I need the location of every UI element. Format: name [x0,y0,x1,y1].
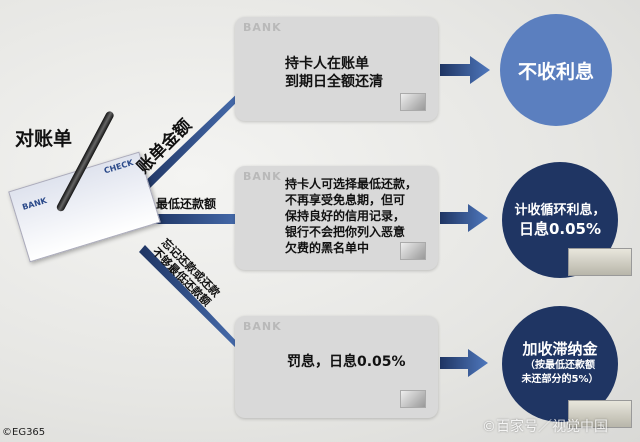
watermark: ©百家号／视觉中国 [482,419,608,435]
result-text: 日息0.05% [518,220,602,238]
card-text: 持卡人可选择最低还款， 不再享受免息期，但可 保持良好的信用记录， 银行不会把你… [285,176,417,256]
result-text: 加收滞纳金 [522,339,598,358]
money-stack-icon [568,400,632,428]
card-text-line: 银行不会把你列入恶意 [285,225,406,239]
card-bank-label: BANK [243,320,282,333]
right-arrow-3 [440,349,488,377]
card-bank-label: BANK [243,21,282,34]
arrow-overdue [139,245,262,366]
check-check-label: CHECK [102,158,135,176]
money-stack-icon [568,248,632,276]
card-text: 罚息，日息0.05% [287,354,406,370]
card-text-line: 欠费的黑名单中 [285,241,370,255]
card-chip-icon [400,390,426,408]
result-no-interest: 不收利息 [500,14,612,126]
result-text: 未还部分的5%） [521,373,599,385]
arrow-min-payment [150,206,262,232]
check-bank-label: BANK [21,195,48,212]
card-overdue: BANK 罚息，日息0.05% [235,316,438,418]
card-text-line: 持卡人可选择最低还款， [285,177,418,191]
result-text: 计收循环利息， [514,203,606,218]
card-chip-icon [400,242,426,260]
right-arrow-2 [440,204,488,232]
card-text-line: 不再享受免息期，但可 [285,193,406,207]
card-text-line: 保持良好的信用记录， [285,209,406,223]
card-bank-label: BANK [243,170,282,183]
result-text: （按最低还款额 [525,359,595,371]
credit: ©EG365 [2,427,46,438]
result-text: 不收利息 [517,60,594,83]
right-arrow-1 [440,56,490,84]
page-title: 对账单 [15,128,73,150]
card-full-payment: BANK 持卡人在账单 到期日全额还清 [235,17,438,121]
card-min-payment: BANK 持卡人可选择最低还款， 不再享受免息期，但可 保持良好的信用记录， 银… [235,166,438,270]
arrow-label-min-payment: 最低还款额 [156,197,217,211]
card-chip-icon [400,93,426,111]
card-text: 持卡人在账单 到期日全额还清 [285,55,383,91]
card-text-line: 到期日全额还清 [285,74,383,90]
arrow-full-amount [140,68,262,192]
card-text-line: 持卡人在账单 [285,56,369,72]
